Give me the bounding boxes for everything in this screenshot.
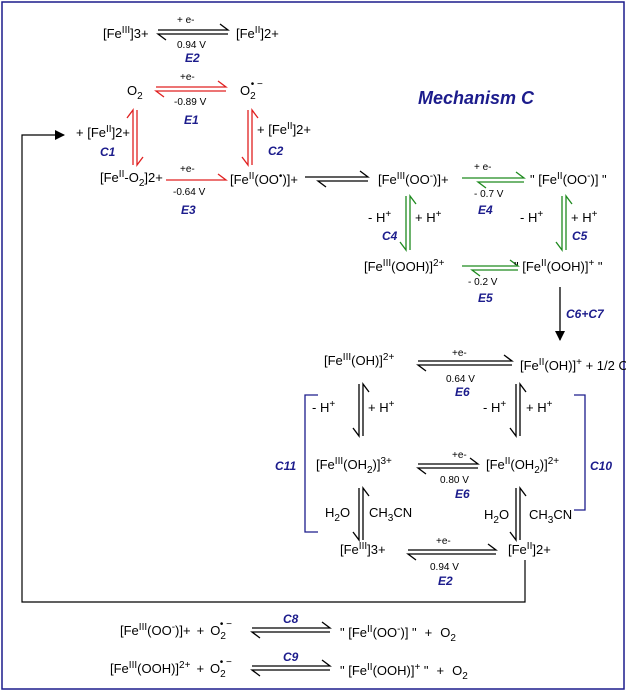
species-fe2-ooh-quoted: " [FeII(OOH)]+ " — [514, 258, 603, 274]
species-superoxide: O2• − — [240, 79, 263, 102]
label-c1: C1 — [100, 145, 116, 159]
species-fe2-oh: [FeII(OH)]+ + 1/2 O2 — [520, 357, 626, 377]
e4-potential: - 0.7 V — [474, 189, 504, 200]
c11-bracket — [304, 394, 318, 533]
e6b-potential: 0.80 V — [440, 475, 469, 486]
species-fe3-oh2: [FeIII(OH2)]3+ — [316, 456, 392, 476]
right-proton-equilibrium-arrow — [509, 382, 527, 438]
e2-equilibrium-arrow — [156, 23, 230, 41]
c4-equilibrium-arrow — [399, 194, 417, 252]
e6a-equilibrium-arrow — [416, 354, 514, 372]
feoo-equilibrium-arrow — [305, 170, 370, 188]
c10-bracket — [574, 394, 586, 511]
label-e5: E5 — [478, 291, 493, 305]
label-c9: C9 — [283, 650, 299, 664]
label-c8: C8 — [283, 612, 299, 626]
left-ch3cn: CH3CN — [369, 505, 412, 524]
e2-electron-label: + e- — [177, 15, 195, 26]
e1-electron-label: +e- — [180, 72, 195, 83]
species-fe2-top: [FeII]2+ — [236, 25, 279, 41]
c9-equilibrium-arrow — [250, 659, 332, 677]
species-fe3-ooh: [FeIII(OOH)]2+ — [364, 258, 445, 274]
e3-electron-label: +e- — [180, 164, 195, 175]
e2b-potential: 0.94 V — [430, 562, 459, 573]
species-fe2-oh2: [FeII(OH2)]2+ — [486, 456, 559, 476]
species-fe-o2: [FeII-O2]2+ — [100, 169, 163, 189]
label-c2: C2 — [268, 144, 284, 158]
label-e6-mid: E6 — [455, 487, 470, 501]
label-c6c7: C6+C7 — [566, 307, 605, 321]
label-e6-top: E6 — [455, 385, 470, 399]
species-fe-oo-rad: [FeII(OO•)]+ — [230, 171, 298, 187]
right-minus-h: - H+ — [483, 399, 506, 415]
e4-electron-label: + e- — [474, 162, 492, 173]
right-h2o: H2O — [484, 507, 509, 526]
e3-arrow — [166, 173, 228, 181]
label-e2-top: E2 — [185, 51, 200, 65]
species-fe3-oo: [FeIII(OO-)]+ — [378, 171, 449, 187]
species-fe3-oh: [FeIII(OH)]2+ — [324, 352, 394, 368]
c5-minus-h: - H+ — [520, 209, 543, 225]
label-e4: E4 — [478, 203, 493, 217]
species-fe3-bottom: [FeIII]3+ — [340, 541, 386, 557]
species-o2: O2 — [127, 83, 143, 102]
c2-equilibrium-arrow — [241, 108, 259, 167]
label-c10: C10 — [590, 459, 612, 473]
label-e1: E1 — [184, 113, 199, 127]
e4-equilibrium-arrow — [462, 171, 526, 189]
c4-minus-h: - H+ — [368, 209, 391, 225]
left-h2o: H2O — [325, 505, 350, 524]
e2b-electron-label: +e- — [436, 536, 451, 547]
e6a-electron-label: +e- — [452, 348, 467, 359]
c5-plus-h: + H+ — [571, 209, 598, 225]
e6b-electron-label: +e- — [452, 450, 467, 461]
species-fe3-top: [FeIII]3+ — [103, 25, 149, 41]
c9-reactant: [FeIII(OOH)]2++O2• − — [110, 657, 232, 680]
e6b-equilibrium-arrow — [416, 457, 480, 475]
e2b-equilibrium-arrow — [406, 543, 498, 561]
c2-plus-fe2: + [FeII]2+ — [257, 121, 311, 137]
species-fe2-oo-quoted: " [FeII(OO-)] " — [530, 171, 607, 187]
label-c5: C5 — [572, 229, 588, 243]
mechanism-title: Mechanism C — [418, 88, 535, 108]
e5-potential: - 0.2 V — [468, 277, 498, 288]
regeneration-loop-arrow — [21, 130, 526, 603]
label-c11: C11 — [275, 459, 296, 473]
species-fe2-bottom: [FeII]2+ — [508, 541, 551, 557]
e3-potential: -0.64 V — [173, 187, 206, 198]
c4-plus-h: + H+ — [415, 209, 442, 225]
left-water-equilibrium-arrow — [352, 486, 370, 542]
c5-equilibrium-arrow — [555, 194, 573, 252]
c8-product: " [FeII(OO-)] "+O2 — [340, 624, 456, 644]
e5-equilibrium-arrow — [462, 259, 520, 277]
e2-potential: 0.94 V — [177, 40, 206, 51]
right-water-equilibrium-arrow — [509, 486, 527, 542]
e6a-potential: 0.64 V — [446, 374, 475, 385]
right-plus-h: + H+ — [526, 399, 553, 415]
left-proton-equilibrium-arrow — [352, 382, 370, 438]
right-ch3cn: CH3CN — [529, 507, 572, 526]
c9-product: " [FeII(OOH)]+ "+O2 — [340, 662, 468, 682]
e1-potential: -0.89 V — [174, 97, 207, 108]
c8-equilibrium-arrow — [250, 621, 332, 639]
label-c4: C4 — [382, 229, 398, 243]
c8-reactant: [FeIII(OO-)]++O2• − — [120, 619, 232, 642]
c1-plus-fe2: + [FeII]2+ — [76, 124, 130, 140]
e1-equilibrium-arrow — [154, 80, 228, 98]
left-minus-h: - H+ — [312, 399, 335, 415]
label-e3: E3 — [181, 203, 196, 217]
label-e2-bottom: E2 — [438, 574, 453, 588]
left-plus-h: + H+ — [368, 399, 395, 415]
c1-equilibrium-arrow — [126, 108, 144, 167]
